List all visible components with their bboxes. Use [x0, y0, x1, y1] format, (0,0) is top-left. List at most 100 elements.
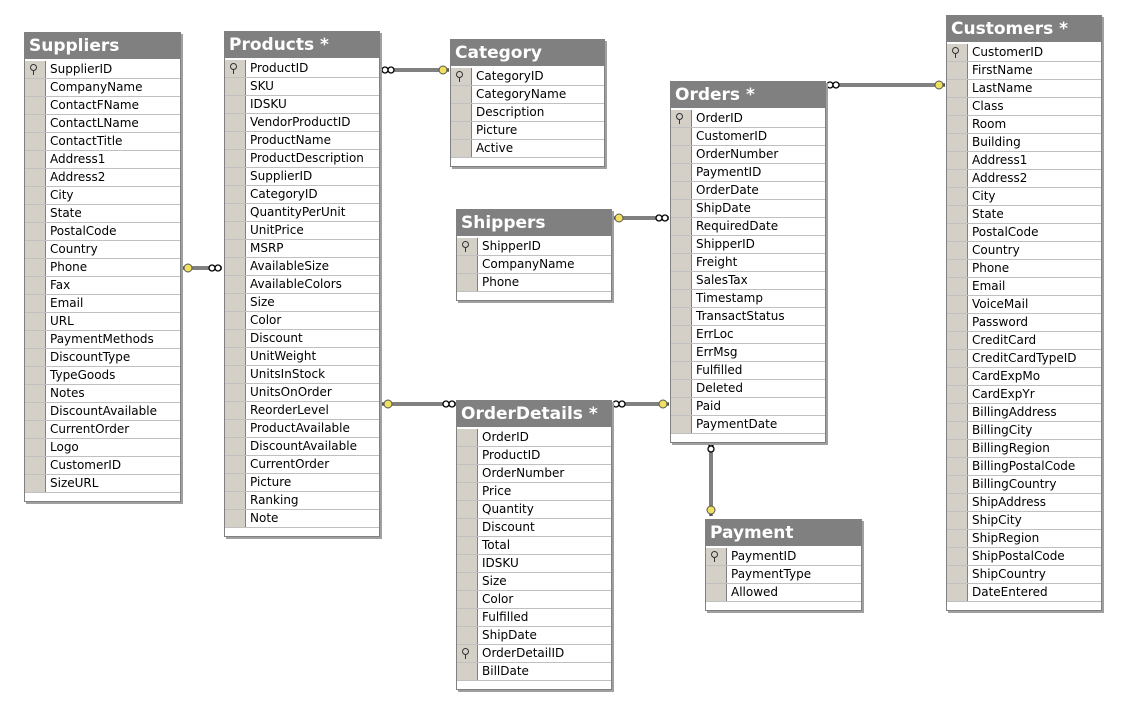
row-selector[interactable] [225, 312, 246, 329]
row-selector[interactable] [947, 206, 968, 223]
row-selector[interactable] [457, 274, 478, 291]
row-selector[interactable] [671, 200, 692, 217]
column-row[interactable]: ProductAvailable [225, 420, 379, 438]
row-selector[interactable] [671, 146, 692, 163]
column-row[interactable]: MSRP [225, 240, 379, 258]
row-selector[interactable] [947, 404, 968, 421]
column-row[interactable]: PaymentMethods [25, 331, 180, 349]
column-row[interactable]: DiscountAvailable [225, 438, 379, 456]
row-selector[interactable] [671, 362, 692, 379]
column-row[interactable]: SupplierID [25, 61, 180, 79]
column-row[interactable]: Note [225, 510, 379, 528]
table-title[interactable]: Payment [706, 520, 861, 548]
column-row[interactable]: URL [25, 313, 180, 331]
row-selector[interactable] [225, 78, 246, 95]
column-row[interactable]: BillingCity [947, 422, 1101, 440]
row-selector[interactable] [947, 368, 968, 385]
column-row[interactable]: ShipperID [671, 236, 825, 254]
column-row[interactable]: SKU [225, 78, 379, 96]
row-selector[interactable] [947, 152, 968, 169]
row-selector[interactable] [225, 204, 246, 221]
column-row[interactable]: CompanyName [457, 256, 611, 274]
column-row[interactable]: OrderID [671, 110, 825, 128]
column-row[interactable]: AvailableColors [225, 276, 379, 294]
column-row[interactable]: Ranking [225, 492, 379, 510]
row-selector[interactable] [25, 439, 46, 456]
column-row[interactable]: TransactStatus [671, 308, 825, 326]
row-selector[interactable] [25, 277, 46, 294]
column-row[interactable]: BillingAddress [947, 404, 1101, 422]
row-selector[interactable] [947, 530, 968, 547]
row-selector[interactable] [25, 79, 46, 96]
row-selector[interactable] [947, 314, 968, 331]
column-row[interactable]: Email [25, 295, 180, 313]
column-row[interactable]: ShipDate [457, 627, 611, 645]
primary-key-icon[interactable] [225, 60, 246, 77]
row-selector[interactable] [225, 240, 246, 257]
row-selector[interactable] [671, 380, 692, 397]
column-row[interactable]: BillDate [457, 663, 611, 681]
column-row[interactable]: ContactLName [25, 115, 180, 133]
column-row[interactable]: CardExpYr [947, 386, 1101, 404]
row-selector[interactable] [25, 331, 46, 348]
row-selector[interactable] [457, 573, 478, 590]
column-row[interactable]: ErrLoc [671, 326, 825, 344]
row-selector[interactable] [947, 386, 968, 403]
row-selector[interactable] [225, 384, 246, 401]
row-selector[interactable] [25, 223, 46, 240]
column-row[interactable]: PostalCode [25, 223, 180, 241]
row-selector[interactable] [947, 170, 968, 187]
row-selector[interactable] [451, 140, 472, 157]
table-title[interactable]: OrderDetails * [457, 401, 611, 429]
column-row[interactable]: PaymentType [706, 566, 861, 584]
column-row[interactable]: SalesTax [671, 272, 825, 290]
column-row[interactable]: SizeURL [25, 475, 180, 493]
column-row[interactable]: Price [457, 483, 611, 501]
column-row[interactable]: Phone [947, 260, 1101, 278]
row-selector[interactable] [457, 519, 478, 536]
row-selector[interactable] [25, 349, 46, 366]
column-row[interactable]: UnitWeight [225, 348, 379, 366]
column-row[interactable]: Discount [225, 330, 379, 348]
row-selector[interactable] [457, 256, 478, 273]
column-row[interactable]: DateEntered [947, 584, 1101, 602]
row-selector[interactable] [451, 104, 472, 121]
column-row[interactable]: ProductName [225, 132, 379, 150]
row-selector[interactable] [225, 510, 246, 527]
column-row[interactable]: Picture [451, 122, 604, 140]
column-row[interactable]: Password [947, 314, 1101, 332]
row-selector[interactable] [947, 332, 968, 349]
column-row[interactable]: Description [451, 104, 604, 122]
column-row[interactable]: CardExpMo [947, 368, 1101, 386]
row-selector[interactable] [947, 512, 968, 529]
column-row[interactable]: Paid [671, 398, 825, 416]
row-selector[interactable] [947, 566, 968, 583]
row-selector[interactable] [947, 350, 968, 367]
column-row[interactable]: State [947, 206, 1101, 224]
column-row[interactable]: ShipPostalCode [947, 548, 1101, 566]
row-selector[interactable] [225, 96, 246, 113]
column-row[interactable]: BillingPostalCode [947, 458, 1101, 476]
row-selector[interactable] [25, 313, 46, 330]
column-row[interactable]: BillingCountry [947, 476, 1101, 494]
row-selector[interactable] [671, 254, 692, 271]
row-selector[interactable] [25, 169, 46, 186]
column-row[interactable]: Class [947, 98, 1101, 116]
row-selector[interactable] [947, 134, 968, 151]
row-selector[interactable] [451, 122, 472, 139]
column-row[interactable]: Address2 [947, 170, 1101, 188]
column-row[interactable]: CurrentOrder [225, 456, 379, 474]
primary-key-icon[interactable] [25, 61, 46, 78]
column-row[interactable]: PaymentID [706, 548, 861, 566]
row-selector[interactable] [947, 476, 968, 493]
column-row[interactable]: Quantity [457, 501, 611, 519]
column-row[interactable]: ProductID [457, 447, 611, 465]
row-selector[interactable] [25, 403, 46, 420]
row-selector[interactable] [947, 296, 968, 313]
column-row[interactable]: RequiredDate [671, 218, 825, 236]
row-selector[interactable] [25, 457, 46, 474]
column-row[interactable]: AvailableSize [225, 258, 379, 276]
row-selector[interactable] [457, 483, 478, 500]
row-selector[interactable] [457, 537, 478, 554]
